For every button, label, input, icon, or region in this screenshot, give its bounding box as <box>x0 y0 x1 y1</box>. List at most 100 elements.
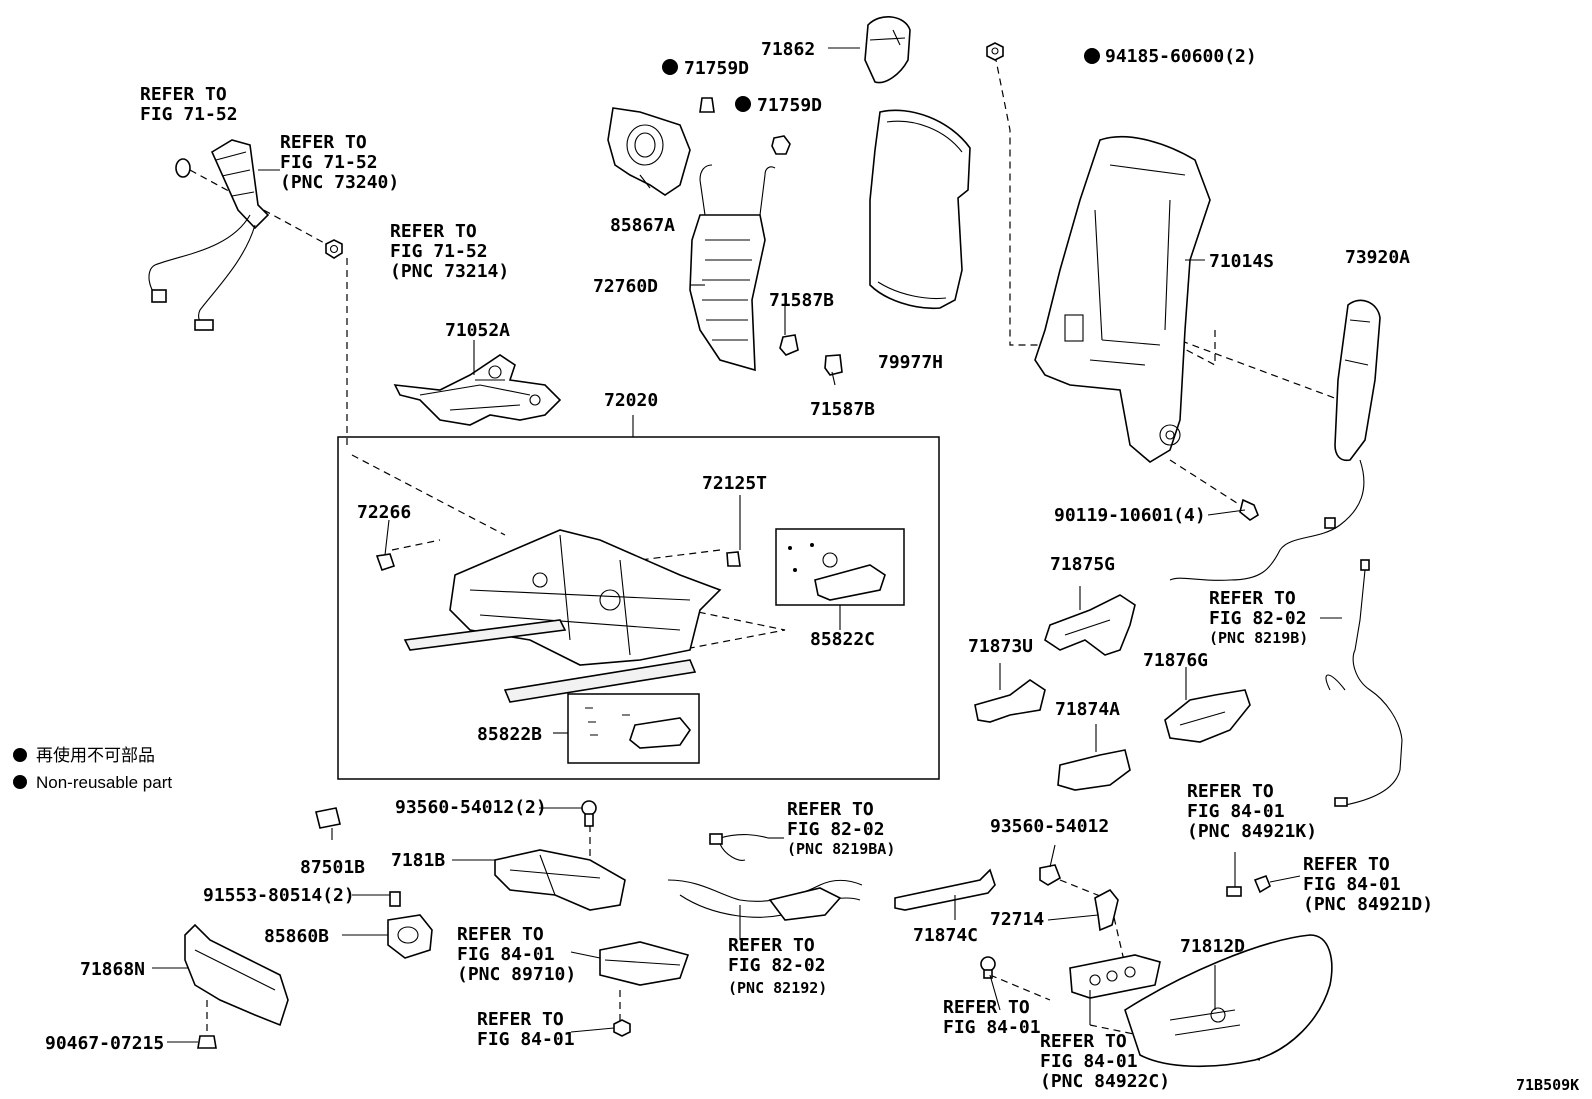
part-85822B-label: 85822B <box>477 724 542 745</box>
connector-8219BA-part <box>709 833 769 861</box>
motor-85822B-box <box>567 693 700 764</box>
refer-84921K-label: REFER TO FIG 84-01 (PNC 84921K) <box>1187 781 1317 842</box>
part-87501B-label: 87501B <box>300 857 365 878</box>
lumbar-support-72760D-part <box>689 164 776 372</box>
part-79977H-label: 79977H <box>878 352 943 373</box>
part-71875G-label: 71875G <box>1050 554 1115 575</box>
legend: 再使用不可部品 Non-reusable part <box>13 745 172 792</box>
part-72125T-label: 72125T <box>702 473 767 494</box>
clip-72266-part <box>375 553 396 572</box>
part-71868N-label: 71868N <box>80 959 145 980</box>
nonreusable-marker-94185 <box>1084 48 1100 64</box>
refer-82192-label: REFER TO FIG 82-02 (PNC 82192) <box>728 935 836 997</box>
part-91553-label: 91553-80514(2) <box>203 885 355 906</box>
seat-track-assembly-box <box>337 436 940 780</box>
part-73920A-label: 73920A <box>1345 247 1410 268</box>
harness-82192-part <box>667 879 863 921</box>
refer-84921D-label: REFER TO FIG 84-01 (PNC 84921D) <box>1303 854 1433 915</box>
part-71587B-a-label: 71587B <box>769 290 834 311</box>
side-shield-71812D-part <box>1124 934 1333 1068</box>
part-71587B-b-label: 71587B <box>810 399 875 420</box>
nonreusable-marker-71759D-a <box>662 59 678 75</box>
bolt-90119-part <box>1239 498 1259 521</box>
refer-89710-label: REFER TO FIG 84-01 (PNC 89710) <box>457 924 576 985</box>
part-71759D-a-label: 71759D <box>684 58 749 79</box>
legend-jp-text: 再使用不可部品 <box>36 745 155 765</box>
legend-marker-jp <box>13 748 27 762</box>
part-71874A-label: 71874A <box>1055 699 1120 720</box>
clip-71587B-a-part <box>779 334 799 356</box>
cover-71868N-part <box>184 923 289 1027</box>
part-71014S-label: 71014S <box>1209 251 1274 272</box>
part-94185-label: 94185-60600(2) <box>1105 46 1257 67</box>
ecu-89710-part <box>599 941 690 986</box>
cap-84921D-part <box>1253 874 1271 894</box>
part-72266-label: 72266 <box>357 502 411 523</box>
refer-84-01-b-label: REFER TO FIG 84-01 <box>943 997 1041 1038</box>
part-72714-label: 72714 <box>990 909 1044 930</box>
bracket-71873U-part <box>974 679 1046 723</box>
part-71874C-label: 71874C <box>913 925 978 946</box>
harness-8219B-part <box>1325 559 1403 807</box>
part-71873U-label: 71873U <box>968 636 1033 657</box>
part-7181B-label: 7181B <box>391 850 445 871</box>
part-72020-label: 72020 <box>604 390 658 411</box>
recliner-link-part <box>393 354 562 426</box>
bolt-93560-part <box>1039 864 1061 886</box>
lever-knob-part <box>148 139 270 331</box>
part-71862-label: 71862 <box>761 39 815 60</box>
refer-73240-label: REFER TO FIG 71-52 (PNC 73240) <box>280 132 399 193</box>
part-93560-2-label: 93560-54012(2) <box>395 797 547 818</box>
refer-8219B-label: REFER TO FIG 82-02 (PNC 8219B) <box>1209 588 1317 647</box>
nut-73214-part <box>325 239 343 259</box>
nut-94185-part <box>986 42 1004 61</box>
part-71759D-b-label: 71759D <box>757 95 822 116</box>
clip-71759D-b-part <box>771 135 791 155</box>
screw-ecu-part <box>613 1019 631 1037</box>
legend-marker-en <box>13 775 27 789</box>
motor-85822C-part <box>788 543 886 601</box>
nonreusable-marker-71759D-b <box>735 96 751 112</box>
cover-71875G-part <box>1044 594 1136 656</box>
part-85822C-label: 85822C <box>810 629 875 650</box>
side-cover-85867A-part <box>607 107 691 196</box>
bolt-91553-part <box>389 891 401 907</box>
part-85860B-label: 85860B <box>264 926 329 947</box>
clip-refer-84-01-part <box>980 956 996 979</box>
refer-84922C-label: REFER TO FIG 84-01 (PNC 84922C) <box>1040 1031 1170 1092</box>
switch-84922C-part <box>1069 954 1161 999</box>
part-71876G-label: 71876G <box>1143 650 1208 671</box>
leader-lines <box>152 47 1342 1043</box>
diagram-code: 71B509K <box>1516 1076 1579 1094</box>
trim-strip-71874C-part <box>894 868 996 911</box>
part-85867A-label: 85867A <box>610 215 675 236</box>
part-71052A-label: 71052A <box>445 320 510 341</box>
part-93560-label: 93560-54012 <box>990 816 1109 837</box>
cover-71876G-part <box>1164 689 1251 743</box>
side-airbag-73920A-part <box>1169 299 1381 581</box>
cap-84921K-part <box>1226 886 1242 897</box>
refer-84-01-a-label: REFER TO FIG 84-01 <box>477 1009 575 1050</box>
part-72760D-label: 72760D <box>593 276 658 297</box>
seat-track-72020-part <box>403 529 722 703</box>
bracket-7181B-part <box>494 849 626 911</box>
refer-73214-label: REFER TO FIG 71-52 (PNC 73214) <box>390 221 509 282</box>
block-87501B-part <box>315 807 341 829</box>
clip-71587B-b-part <box>824 354 843 376</box>
part-71812D-label: 71812D <box>1180 936 1245 957</box>
legend-en-text: Non-reusable part <box>36 773 172 792</box>
part-90119-label: 90119-10601(4) <box>1054 505 1206 526</box>
mechanism-85860B-part <box>387 914 433 959</box>
seatback-frame-71014S-part <box>1034 136 1211 463</box>
headrest-guide-71862-part <box>864 16 911 84</box>
motor-85822B-part <box>585 707 691 749</box>
clip-72125T-part <box>726 551 741 567</box>
seatback-pad-79977H-part <box>869 109 971 310</box>
refer-71-52-label: REFER TO FIG 71-52 <box>140 84 238 125</box>
bracket-71874A-part <box>1057 749 1131 791</box>
refer-8219BA-label: REFER TO FIG 82-02 (PNC 8219BA) <box>787 799 895 858</box>
part-90467-label: 90467-07215 <box>45 1033 164 1054</box>
clip-90467-part <box>197 1035 217 1049</box>
clip-71759D-a-part <box>699 97 715 113</box>
